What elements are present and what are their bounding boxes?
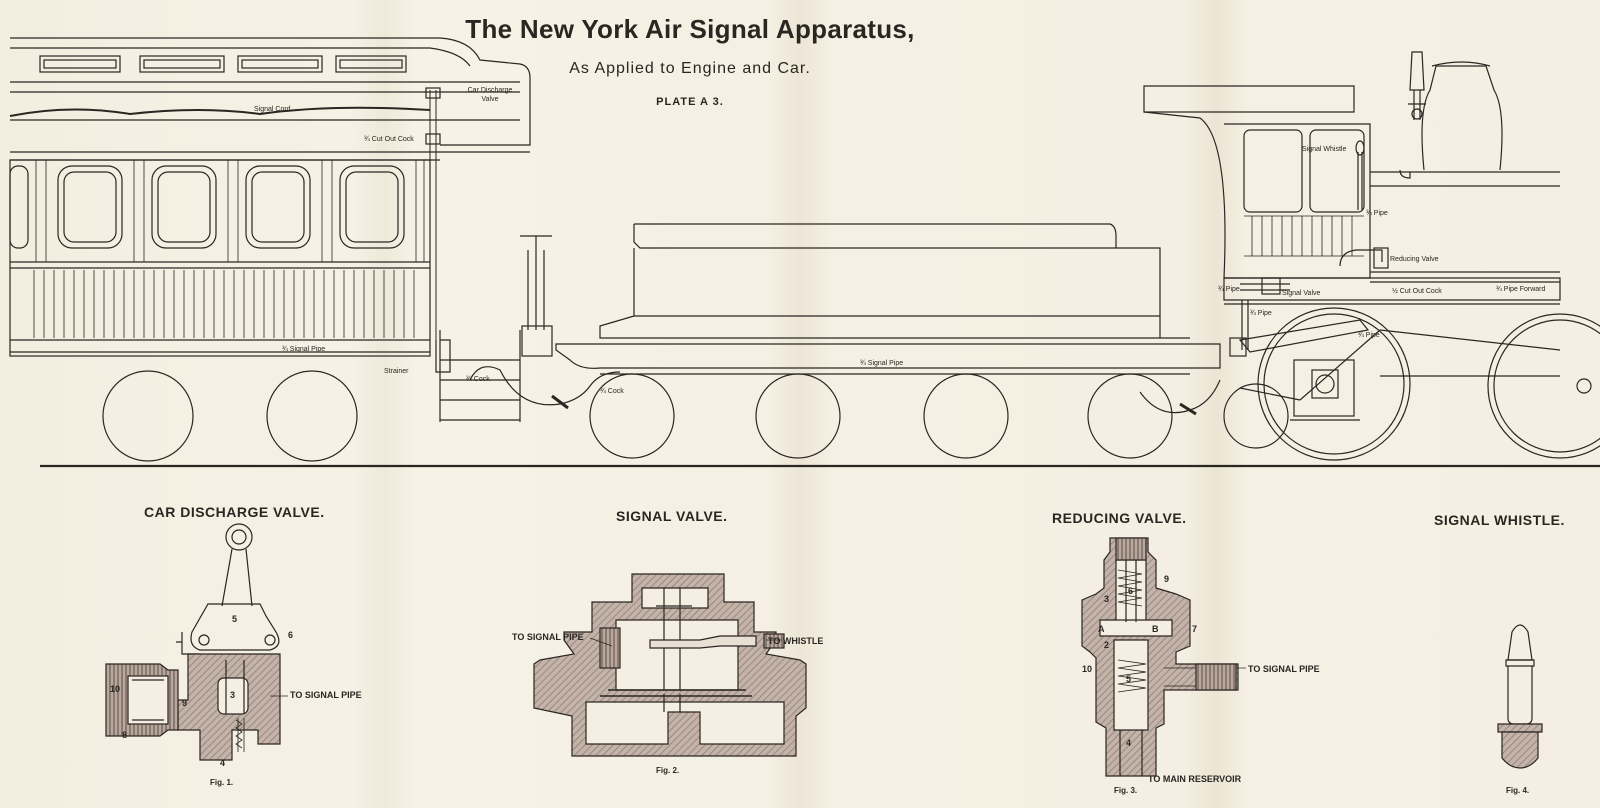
fig3-num-7: 7: [1192, 624, 1198, 634]
fig1-to-signal-pipe: TO SIGNAL PIPE: [290, 690, 362, 700]
label-strainer: Strainer: [384, 368, 409, 375]
fig2-to-signal-pipe: TO SIGNAL PIPE: [512, 632, 584, 642]
label-signal-whistle: Signal Whistle: [1302, 146, 1347, 153]
signal-whistle-detail: [1497, 624, 1543, 769]
fig3-num-9: 9: [1164, 574, 1170, 584]
locomotive: [1143, 51, 1600, 461]
label-signal-pipe-car: ¾ Signal Pipe: [282, 346, 326, 353]
fig1-num-5: 5: [232, 614, 238, 624]
fig1-num-10: 10: [110, 684, 121, 694]
label-cock-1: ¾ Cock: [466, 376, 490, 383]
heading-signal-whistle: SIGNAL WHISTLE.: [1434, 512, 1565, 528]
label-pipe-cab: ¾ Pipe: [1366, 210, 1388, 217]
fig3-to-main-reservoir: TO MAIN RESERVOIR: [1148, 774, 1242, 784]
fig1-num-8: 8: [122, 730, 128, 740]
label-signal-cord: Signal Cord: [254, 106, 291, 113]
fig1-num-9: 9: [182, 698, 188, 708]
label-signal-valve: Signal Valve: [1282, 290, 1321, 297]
fig2-to-whistle: TO WHISTLE: [768, 636, 824, 646]
plate-subtitle: As Applied to Engine and Car.: [569, 60, 811, 77]
fig3-num-2: 2: [1104, 640, 1110, 650]
signal-valve-section: [533, 573, 807, 757]
tender: [555, 223, 1221, 459]
fig1-num-3: 3: [230, 690, 236, 700]
label-pipe-diag: ¾ Pipe: [1358, 332, 1380, 339]
fig3-num-3: 3: [1104, 594, 1110, 604]
heading-car-discharge-valve: CAR DISCHARGE VALVE.: [144, 504, 325, 520]
label-cut-out-cock-engine: ½ Cut Out Cock: [1392, 288, 1442, 295]
heading-reducing-valve: REDUCING VALVE.: [1052, 510, 1187, 526]
fig3-num-5: 5: [1126, 674, 1132, 684]
fig4-caption: Fig. 4.: [1506, 786, 1530, 795]
fig3-to-signal-pipe: TO SIGNAL PIPE: [1248, 664, 1320, 674]
fig3-label-b: B: [1152, 624, 1159, 634]
label-cut-out-cock-car: ¾ Cut Out Cock: [364, 136, 414, 143]
car-discharge-valve-section: [105, 523, 281, 761]
label-pipe-forward: ¾ Pipe Forward: [1496, 286, 1546, 293]
reducing-valve-section: [1081, 537, 1239, 777]
fig2-caption: Fig. 2.: [656, 766, 680, 775]
fig3-label-a: A: [1098, 624, 1105, 634]
leader-lines: [270, 637, 1246, 777]
fig3-num-6: 6: [1128, 586, 1134, 596]
fig3-num-10: 10: [1082, 664, 1093, 674]
fig1-num-6: 6: [288, 630, 294, 640]
fig1-num-4: 4: [220, 758, 226, 768]
label-signal-pipe-tender: ¾ Signal Pipe: [860, 360, 904, 367]
plate-title: The New York Air Signal Apparatus,: [465, 14, 915, 44]
plate-number: PLATE A 3.: [656, 96, 724, 108]
label-reducing-valve: Reducing Valve: [1390, 256, 1439, 263]
label-pipe-left: ¾ Pipe: [1218, 286, 1240, 293]
label-cock-2: ¾ Cock: [600, 388, 624, 395]
fig3-caption: Fig. 3.: [1114, 786, 1138, 795]
fig3-num-4: 4: [1126, 738, 1132, 748]
passenger-car: [9, 37, 621, 462]
label-pipe-lower: ¾ Pipe: [1250, 310, 1272, 317]
label-car-discharge-valve: Car Discharge Valve: [467, 87, 513, 103]
fig1-caption: Fig. 1.: [210, 778, 234, 787]
heading-signal-valve: SIGNAL VALVE.: [616, 508, 728, 524]
